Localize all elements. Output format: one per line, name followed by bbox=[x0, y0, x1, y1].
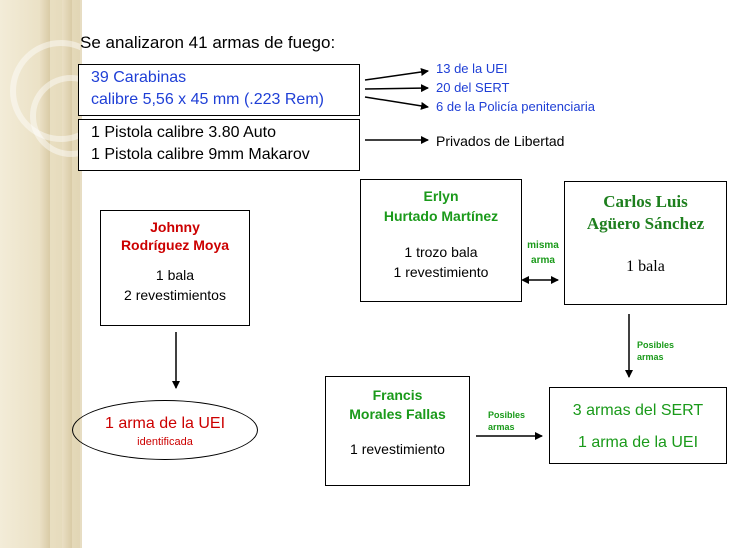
johnny-name1: Johnny bbox=[150, 219, 200, 235]
possible-arms-2-line2: armas bbox=[488, 422, 515, 432]
carbines-box: 39 Carabinas calibre 5,56 x 45 mm (.223 … bbox=[78, 64, 360, 116]
carbines-target-police: 6 de la Policía penitenciaria bbox=[436, 99, 595, 114]
erlyn-name1: Erlyn bbox=[423, 188, 459, 204]
francis-line1: 1 revestimiento bbox=[350, 441, 445, 457]
pistols-box: 1 Pistola calibre 3.80 Auto 1 Pistola ca… bbox=[78, 119, 360, 171]
sidebar-stripe bbox=[40, 0, 50, 548]
same-weapon-line1: misma bbox=[527, 240, 559, 251]
carbines-target-uei: 13 de la UEI bbox=[436, 61, 508, 76]
francis-box: Francis Morales Fallas 1 revestimiento bbox=[325, 376, 470, 486]
arrow-to-uei bbox=[364, 68, 429, 81]
result-sert-box: 3 armas del SERT 1 arma de la UEI bbox=[549, 387, 727, 464]
decorative-circle bbox=[30, 75, 80, 157]
possible-arms-1-line2: armas bbox=[637, 352, 664, 362]
page-heading: Se analizaron 41 armas de fuego: bbox=[80, 33, 336, 52]
pistols-line1: 1 Pistola calibre 3.80 Auto bbox=[91, 124, 277, 141]
erlyn-line1: 1 trozo bala bbox=[404, 244, 478, 260]
johnny-box: Johnny Rodríguez Moya 1 bala 2 revestimi… bbox=[100, 210, 250, 326]
possible-arms-1-line1: Posibles bbox=[637, 340, 675, 350]
sidebar-stripe bbox=[62, 0, 72, 548]
carlos-line1: 1 bala bbox=[626, 258, 665, 275]
johnny-line2: 2 revestimientos bbox=[124, 287, 226, 303]
francis-name2: Morales Fallas bbox=[349, 406, 446, 422]
carbines-target-sert: 20 del SERT bbox=[436, 80, 510, 95]
pistols-line2: 1 Pistola calibre 9mm Makarov bbox=[91, 146, 310, 163]
carbines-line2: calibre 5,56 x 45 mm (.223 Rem) bbox=[91, 91, 324, 108]
result-uei-sub: identificada bbox=[137, 436, 193, 448]
result-sert-line2: 1 arma de la UEI bbox=[577, 434, 699, 451]
sidebar-divider bbox=[80, 0, 82, 548]
arrow-to-police bbox=[364, 96, 429, 110]
decorative-sidebar bbox=[0, 0, 80, 548]
carlos-name2: Agüero Sánchez bbox=[586, 214, 705, 233]
johnny-name2: Rodríguez Moya bbox=[120, 237, 230, 253]
same-weapon-line2: arma bbox=[531, 255, 555, 266]
johnny-line1: 1 bala bbox=[155, 267, 195, 283]
possible-arms-2-line1: Posibles bbox=[488, 410, 526, 420]
result-uei-ellipse: 1 arma de la UEI identificada bbox=[72, 400, 258, 460]
pistols-target: Privados de Libertad bbox=[436, 133, 565, 149]
erlyn-box: Erlyn Hurtado Martínez 1 trozo bala 1 re… bbox=[360, 179, 522, 302]
carlos-name1: Carlos Luis bbox=[603, 192, 688, 211]
carbines-line1: 39 Carabinas bbox=[91, 69, 187, 86]
result-sert-line1: 3 armas del SERT bbox=[572, 402, 704, 419]
result-uei-main: 1 arma de la UEI bbox=[104, 415, 226, 432]
erlyn-name2: Hurtado Martínez bbox=[383, 208, 499, 224]
carlos-box: Carlos Luis Agüero Sánchez 1 bala bbox=[564, 181, 727, 305]
arrow-to-sert bbox=[364, 84, 429, 93]
erlyn-line2: 1 revestimiento bbox=[393, 264, 489, 280]
francis-name1: Francis bbox=[372, 387, 423, 403]
